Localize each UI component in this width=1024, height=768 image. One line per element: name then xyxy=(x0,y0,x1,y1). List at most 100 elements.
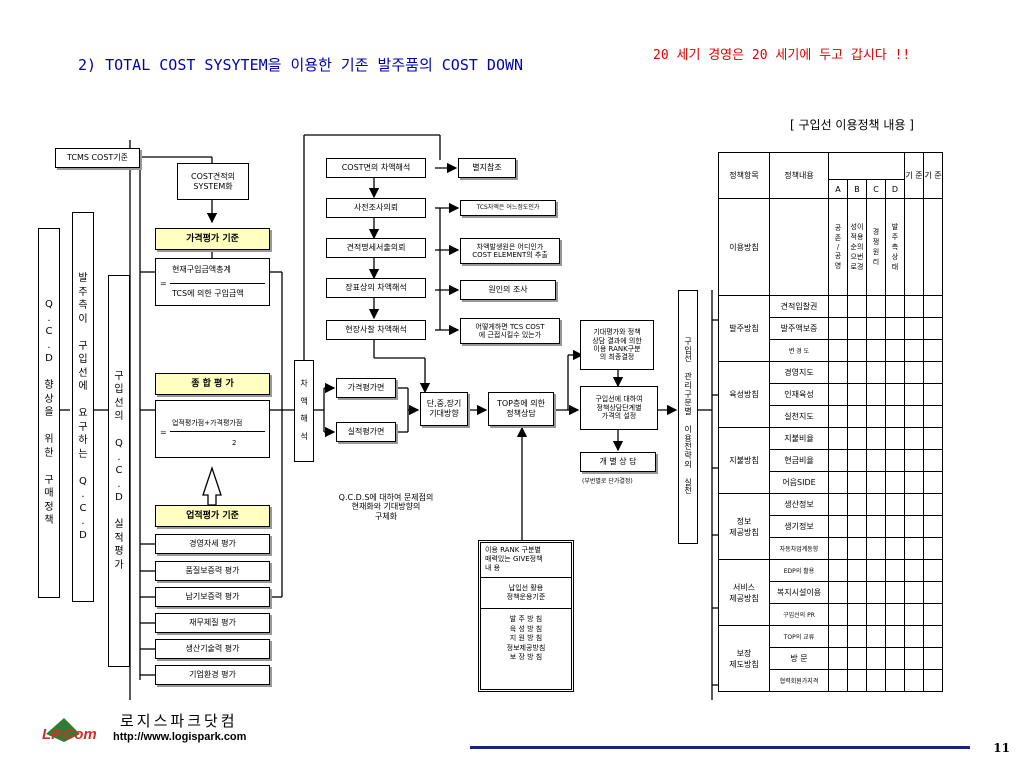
supplier-eval-vertical: 구 입 선 의 Q . C . D 실 적 평 가 xyxy=(108,275,130,667)
total-formula-bottom: 2 xyxy=(232,439,237,447)
table-row: 구입선의 PR xyxy=(719,603,943,626)
table-cell xyxy=(828,405,848,428)
table-cell xyxy=(923,537,943,560)
table-cell xyxy=(847,581,867,604)
table-cell xyxy=(885,647,905,670)
equals-sign: = xyxy=(160,428,167,437)
table-cell xyxy=(866,339,886,362)
table-cell xyxy=(885,449,905,472)
header-policy-content: 정책내용 xyxy=(769,152,829,199)
policy-item: 생산정보 xyxy=(769,493,829,516)
table-cell xyxy=(885,361,905,384)
table-cell xyxy=(847,471,867,494)
tcms-cost-box: TCMS COST기준 xyxy=(55,148,140,168)
usage-grade: 성이 적용 순의 으번 로경 xyxy=(847,198,867,296)
table-cell xyxy=(828,603,848,626)
header-extra: 기 준 xyxy=(923,152,943,199)
policy-item: 현금비율 xyxy=(769,449,829,472)
table-cell xyxy=(923,625,943,648)
table-cell xyxy=(885,559,905,582)
policy-item: 어음SIDE xyxy=(769,471,829,494)
table-cell xyxy=(904,603,924,626)
price-eval-header: 가격평가 기준 xyxy=(155,228,270,250)
fraction-line xyxy=(170,431,265,432)
qcd-policy-vertical: Q . C . D 향 상 을 위 한 구 매 정 책 xyxy=(38,228,60,598)
table-cell xyxy=(904,493,924,516)
table-cell xyxy=(828,581,848,604)
table-cell xyxy=(923,361,943,384)
price-formula-box: = 현재구입금액총계 TCS에 의한 구입금액 xyxy=(155,258,270,306)
individual-sub-text: (부번별로 단가결정) xyxy=(582,478,633,485)
table-cell xyxy=(923,515,943,538)
perf-item: 생산기술력 평가 xyxy=(155,639,270,659)
policy-item: 인재육성 xyxy=(769,383,829,406)
table-cell xyxy=(904,449,924,472)
side-note: 원인의 조사 xyxy=(460,280,556,300)
table-cell xyxy=(885,625,905,648)
table-cell xyxy=(904,198,924,296)
rank-box-middle: 납입선 활용 정책운용기준 xyxy=(481,578,571,610)
table-cell xyxy=(828,647,848,670)
group-label: 육성방침 xyxy=(718,361,770,428)
site-url-link[interactable]: http://www.logispark.com xyxy=(113,731,247,743)
actual-face-box: 실적평가면 xyxy=(336,422,396,442)
table-cell xyxy=(866,493,886,516)
table-cell xyxy=(769,198,829,296)
perf-item: 기업환경 평가 xyxy=(155,665,270,685)
usage-grade: 발 주 측 상 태 xyxy=(885,198,905,296)
table-cell xyxy=(866,647,886,670)
total-formula-top: 업적평가점+가격평가점 xyxy=(172,419,243,427)
table-cell xyxy=(923,603,943,626)
table-cell xyxy=(923,317,943,340)
policy-item: 자동차업계동향 xyxy=(769,537,829,560)
table-cell xyxy=(885,669,905,692)
policy-item: TOP의 교류 xyxy=(769,625,829,648)
policy-item: 지불비율 xyxy=(769,427,829,450)
table-cell xyxy=(904,647,924,670)
table-cell xyxy=(866,405,886,428)
table-cell xyxy=(866,449,886,472)
table-cell xyxy=(885,537,905,560)
flow-item: 사전조사의뢰 xyxy=(326,198,426,218)
table-cell xyxy=(923,559,943,582)
table-cell xyxy=(828,515,848,538)
table-cell xyxy=(828,317,848,340)
table-cell xyxy=(866,559,886,582)
table-cell xyxy=(923,581,943,604)
table-cell xyxy=(885,317,905,340)
table-cell xyxy=(866,361,886,384)
table-cell xyxy=(885,581,905,604)
table-cell xyxy=(847,317,867,340)
rank-box-top: 이용 RANK 구분별 매력있는 GIVE정책 내 용 xyxy=(481,543,571,579)
table-cell xyxy=(828,339,848,362)
table-cell xyxy=(828,449,848,472)
slogan: 20 세기 경영은 20 세기에 두고 갑시다 !! xyxy=(653,48,911,63)
price-formula-bottom: TCS에 의한 구입금액 xyxy=(172,289,244,298)
table-cell xyxy=(885,295,905,318)
group-label: 발주방침 xyxy=(718,295,770,362)
perf-item: 납기보증력 평가 xyxy=(155,587,270,607)
table-cell xyxy=(866,317,886,340)
up-arrow-icon xyxy=(202,465,222,506)
stage-decision-box: 구입선에 대하여 정책상담단계별 가격의 설정 xyxy=(580,386,658,430)
policy-item: 발주액보증 xyxy=(769,317,829,340)
top-consult-box: TOP층에 의한 정책상담 xyxy=(488,392,554,426)
flow-item: 장표상의 차액해석 xyxy=(326,278,426,298)
table-cell xyxy=(847,493,867,516)
table-cell xyxy=(923,449,943,472)
table-cell xyxy=(847,449,867,472)
table-cell xyxy=(904,471,924,494)
table-cell xyxy=(923,383,943,406)
table-cell xyxy=(847,383,867,406)
policy-item: 협력회원가지격 xyxy=(769,669,829,692)
group-label: 정보 제공방침 xyxy=(718,493,770,560)
table-cell xyxy=(923,669,943,692)
price-formula-top: 현재구입금액총계 xyxy=(172,265,231,274)
table-cell xyxy=(866,603,886,626)
table-row: 협력회원가지격 xyxy=(719,669,943,692)
table-cell xyxy=(828,383,848,406)
grade-b: B xyxy=(847,179,867,199)
